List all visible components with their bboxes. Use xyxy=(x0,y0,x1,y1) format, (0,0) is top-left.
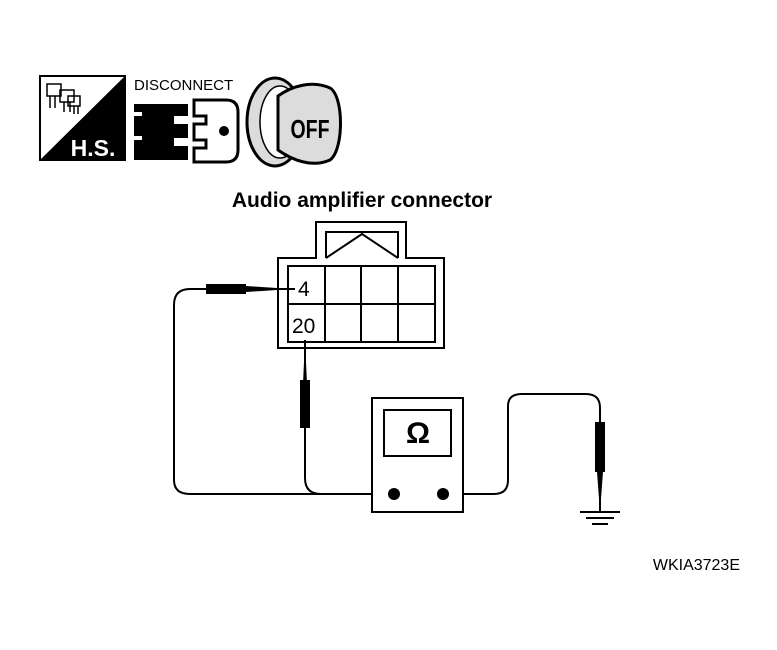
lead-terminal-4 xyxy=(173,288,394,495)
ohm-symbol: Ω xyxy=(406,417,430,450)
hs-label: H.S. xyxy=(71,135,116,161)
probe-terminal-4 xyxy=(206,284,292,294)
lead-terminal-20 xyxy=(304,340,322,495)
figure-id: WKIA3723E xyxy=(653,557,740,574)
audio-amplifier-connector xyxy=(277,221,445,349)
meter-terminal-left xyxy=(388,488,400,500)
lead-ground xyxy=(443,393,601,512)
ground-symbol xyxy=(580,511,620,525)
ignition-off-label: OFF xyxy=(291,114,330,143)
test-leads xyxy=(173,288,601,512)
terminal-4-label: 4 xyxy=(298,278,310,301)
probe-terminal-20 xyxy=(300,340,310,428)
harness-sensor-icon: H.S. xyxy=(39,75,126,161)
ohmmeter xyxy=(371,397,464,513)
probe-ground xyxy=(595,422,605,512)
disconnect-label: DISCONNECT xyxy=(134,77,233,94)
ignition-off-icon: OFF xyxy=(245,76,342,168)
disconnect-icon: DISCONNECT xyxy=(134,77,240,164)
meter-terminal-right xyxy=(437,488,449,500)
connector-title: Audio amplifier connector xyxy=(232,189,492,212)
terminal-20-label: 20 xyxy=(292,315,315,338)
